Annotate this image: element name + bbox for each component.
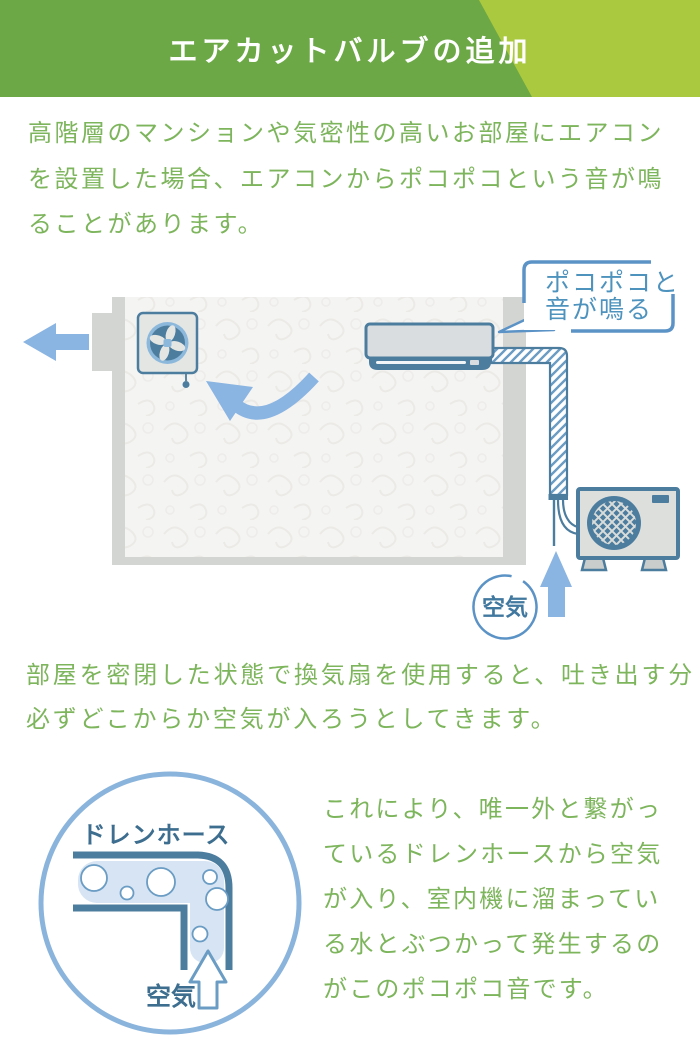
outro-line: これにより、唯一外と繋がっ	[323, 796, 663, 823]
exhaust-duct	[92, 313, 112, 371]
air-bubbles	[80, 864, 229, 943]
bubble-text-line2: 音が鳴る	[545, 296, 653, 324]
mid-paragraph: 部屋を密閉した状態で換気扇を使用すると、吐き出す分 必ずどこからか空気が入ろうと…	[26, 654, 695, 741]
bubble-text-line1: ポコポコと	[545, 269, 680, 297]
room-wall-bottom	[112, 557, 526, 565]
outro-line: が入り、室内機に溜まってい	[323, 886, 661, 913]
intro-line: を設置した場合、エアコンからポコポコという音が鳴	[28, 165, 664, 193]
mid-line: 必ずどこからか空気が入ろうとしてきます。	[26, 705, 558, 733]
intro-line: ることがあります。	[28, 211, 265, 238]
air-conditioner-icon	[364, 322, 495, 370]
outro-line: がこのポコポコ音です。	[323, 976, 609, 1003]
airflow-arrow-icon	[206, 372, 319, 421]
air-intake-arrow-icon	[540, 551, 572, 617]
drain-hose-diagram: ドレンホース 空気	[38, 771, 302, 1035]
mid-line: 部屋を密閉した状態で換気扇を使用すると、吐き出す分	[26, 662, 696, 689]
exhaust-arrow-icon	[23, 323, 89, 361]
outro-line: ているドレンホースから空気	[323, 841, 663, 868]
intro-paragraph: 高階層のマンションや気密性の高いお部屋にエアコン を設置した場合、エアコンからポ…	[28, 111, 664, 248]
drain-pipe-icon	[489, 346, 569, 497]
intro-line: 高階層のマンションや気密性の高いお部屋にエアコン	[28, 120, 664, 147]
air-label: 空気	[482, 594, 528, 620]
drain-hose-icon	[552, 499, 579, 546]
air-label-circle: 空気	[472, 574, 538, 640]
drain-pipe-end	[548, 494, 568, 500]
speech-bubble: ポコポコと 音が鳴る	[497, 260, 680, 334]
hose-outer-wall	[73, 851, 233, 970]
hose-inner-wall	[73, 904, 188, 970]
hose-diagram-title: ドレンホース	[82, 822, 231, 849]
room-diagram: 空気 ポコポコと 音が鳴る	[23, 260, 680, 640]
outro-paragraph: これにより、唯一外と繋がっ ているドレンホースから空気 が入り、室内機に溜まって…	[323, 787, 662, 1012]
outdoor-unit-icon	[576, 487, 680, 572]
header-banner: エアカットバルブの追加	[0, 0, 700, 97]
page-title: エアカットバルブの追加	[168, 35, 532, 68]
room-wall-right	[503, 297, 526, 565]
ventilation-fan-icon	[136, 311, 199, 388]
hose-air-label: 空気	[146, 982, 196, 1011]
room-wall-left	[112, 297, 125, 565]
air-up-arrow-icon	[188, 949, 228, 1010]
outro-line: る水とぶつかって発生するの	[323, 931, 663, 958]
